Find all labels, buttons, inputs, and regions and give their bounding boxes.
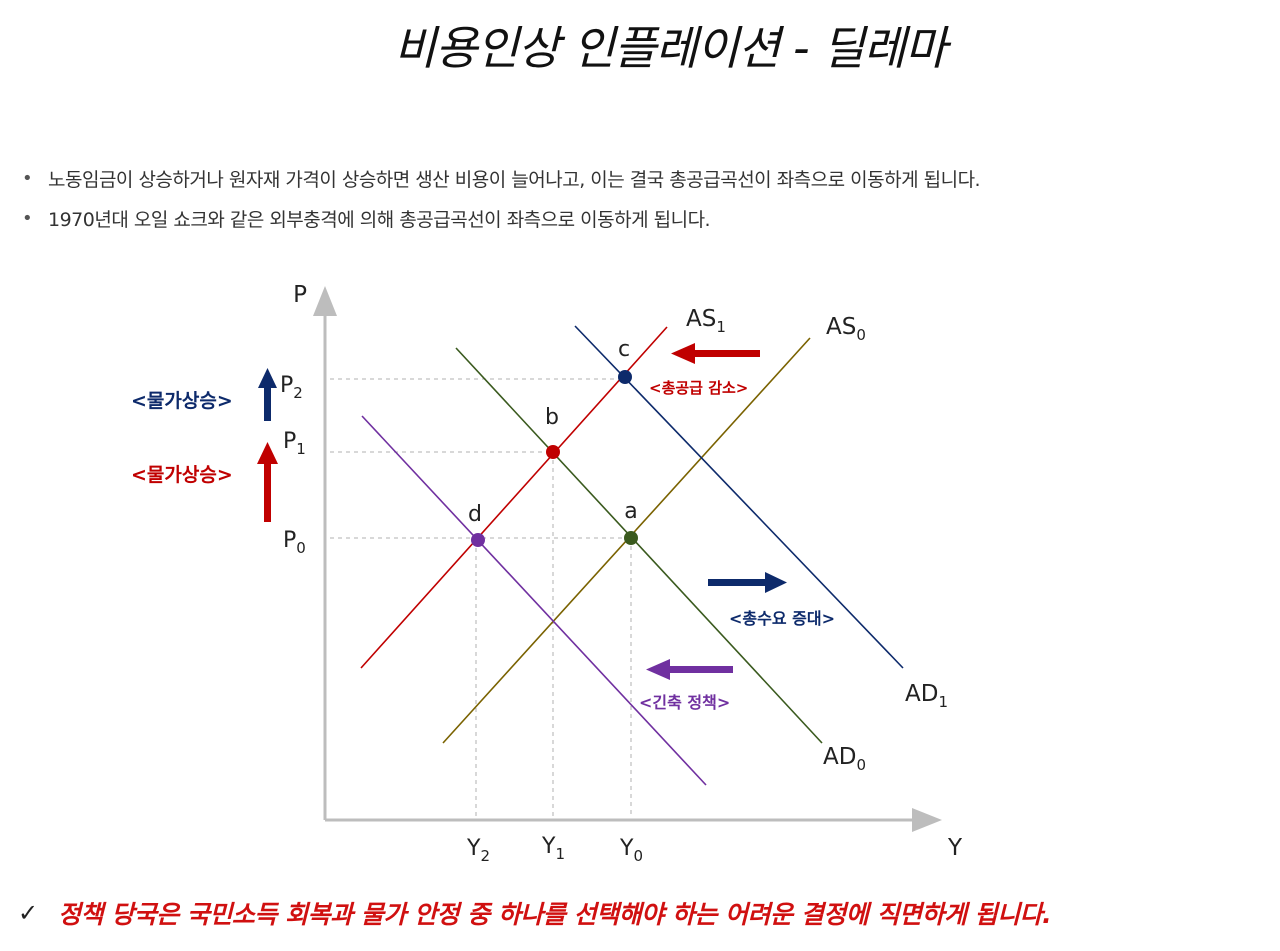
ad0-curve [455,347,823,744]
demand-arrow-shaft [708,579,768,586]
point-d-marker [471,533,485,547]
point-b-marker [546,445,560,459]
p2-label: P2 [280,373,303,402]
checkmark-icon: ✓ [18,899,38,927]
point-a-label: a [624,499,637,524]
supply-decrease-arrow [671,343,760,364]
as0-label: AS0 [826,314,866,344]
up-arrow-icon [257,442,278,464]
point-c-label: c [618,337,630,362]
y2-label: Y2 [466,836,490,865]
conclusion: ✓ 정책 당국은 국민소득 회복과 물가 안정 중 하나를 선택해야 하는 어려… [18,895,1268,931]
bullet-dot: • [22,167,33,189]
price-rise-shaft [264,384,271,421]
x-axis-label: Y [947,835,963,861]
p0-label: P0 [283,528,306,557]
page-title: 비용인상 인플레이션 - 딜레마 [393,21,947,75]
left-arrow-icon [671,343,695,364]
y-axis-label: P [293,282,307,308]
ad1-curve [574,325,904,669]
tight-policy-arrow [646,659,733,680]
up-arrow-icon [258,368,277,388]
left-arrow-icon [646,659,670,680]
supply-decrease-note: <총공급 감소> [649,379,748,397]
price-rise-arrow-red [257,442,278,522]
y0-label: Y0 [619,836,643,865]
demand-increase-arrow [708,572,787,593]
as1-curve [360,326,668,669]
price-rise-shaft [264,460,271,522]
y1-label: Y1 [541,834,565,863]
demand-increase-note: <총수요 증대> [729,609,835,628]
policy-arrow-shaft [668,666,733,673]
contraction-ad-curve [361,415,707,786]
supply-arrow-shaft [693,350,760,357]
ad0-label: AD0 [823,744,866,774]
as1-label: AS1 [686,306,726,336]
bullet-list: • 노동임금이 상승하거나 원자재 가격이 상승하면 생산 비용이 늘어나고, … [22,158,1262,238]
ad1-label: AD1 [905,681,948,711]
bullet-text: 1970년대 오일 쇼크와 같은 외부충격에 의해 총공급곡선이 좌측으로 이동… [48,208,711,231]
point-d-label: d [468,502,482,527]
point-c-marker [618,370,632,384]
tight-policy-note: <긴축 정책> [639,693,730,712]
conclusion-text: 정책 당국은 국민소득 회복과 물가 안정 중 하나를 선택해야 하는 어려운 … [58,900,1052,929]
bullet-text: 노동임금이 상승하거나 원자재 가격이 상승하면 생산 비용이 늘어나고, 이는… [48,168,981,191]
point-b-label: b [545,405,559,430]
bullet-item: • 1970년대 오일 쇼크와 같은 외부충격에 의해 총공급곡선이 좌측으로 … [22,198,1262,238]
bullet-dot: • [22,207,33,229]
right-arrow-icon [765,572,787,593]
price-rise-note-red: <물가상승> [131,464,233,486]
price-rise-note-navy: <물가상승> [131,390,233,412]
bullet-item: • 노동임금이 상승하거나 원자재 가격이 상승하면 생산 비용이 늘어나고, … [22,158,1262,198]
price-rise-arrow-navy [258,368,277,421]
p1-label: P1 [283,429,306,458]
point-a-marker [624,531,638,545]
guide-lines [330,378,632,818]
